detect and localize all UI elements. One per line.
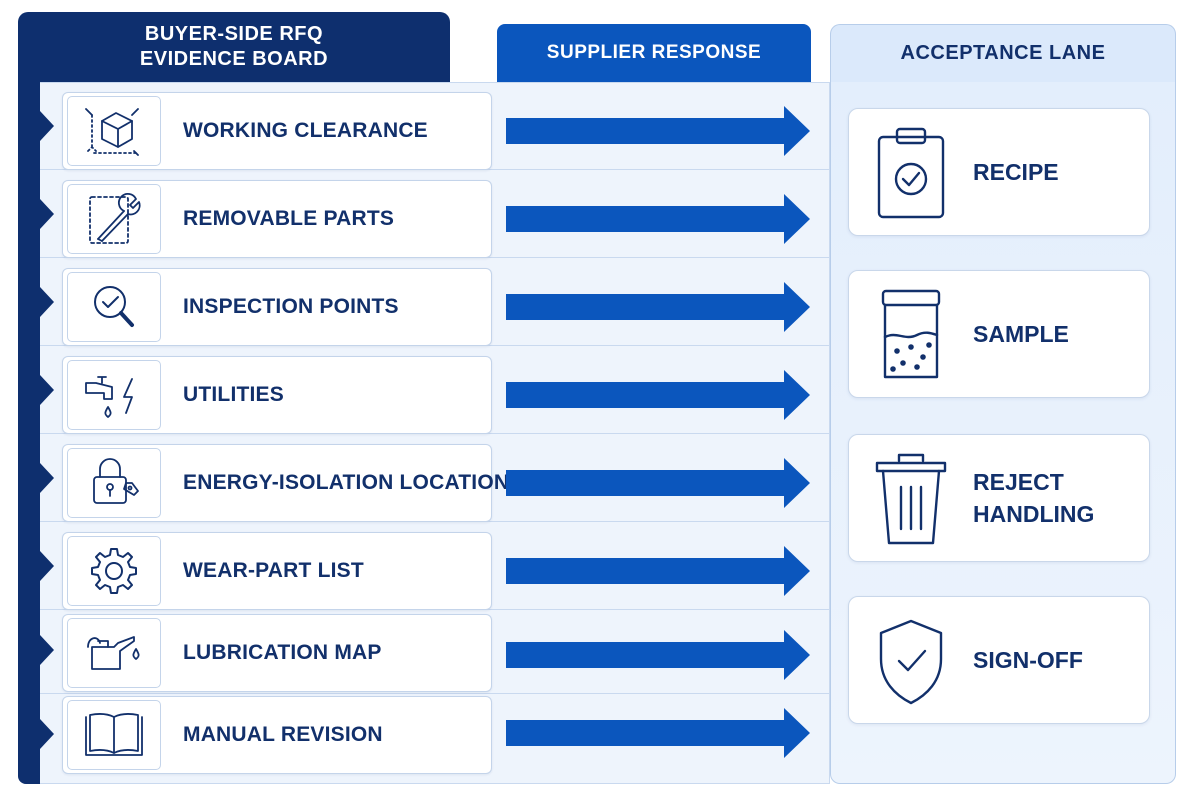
- evidence-card-wear-part-list[interactable]: WEAR-PART LIST: [62, 532, 492, 610]
- response-arrow: [502, 628, 812, 682]
- evidence-row: ENERGY-ISOLATION LOCATIONS: [18, 434, 830, 522]
- evidence-label: WEAR-PART LIST: [183, 559, 364, 582]
- response-arrow: [502, 456, 812, 510]
- row-pointer: [40, 719, 54, 749]
- acceptance-label: SIGN-OFF: [973, 647, 1083, 673]
- supplier-response-header: SUPPLIER RESPONSE: [497, 24, 811, 82]
- evidence-card-energy-isolation[interactable]: ENERGY-ISOLATION LOCATIONS: [62, 444, 523, 522]
- evidence-label: INSPECTION POINTS: [183, 295, 399, 318]
- board-accent-bar: [18, 82, 40, 784]
- buyer-board-header: BUYER-SIDE RFQ EVIDENCE BOARD: [18, 12, 450, 82]
- acceptance-card-recipe[interactable]: RECIPE: [848, 108, 1150, 236]
- evidence-row: INSPECTION POINTS: [18, 258, 830, 346]
- response-arrow: [502, 192, 812, 246]
- row-pointer: [40, 463, 54, 493]
- magnifier-check-icon: [67, 272, 161, 342]
- row-pointer: [40, 635, 54, 665]
- evidence-card-utilities[interactable]: UTILITIES: [62, 356, 492, 434]
- evidence-label: WORKING CLEARANCE: [183, 119, 428, 142]
- padlock-tag-icon: [67, 448, 161, 518]
- evidence-card-inspection-points[interactable]: INSPECTION POINTS: [62, 268, 492, 346]
- evidence-row: UTILITIES: [18, 346, 830, 434]
- evidence-row: MANUAL REVISION: [18, 690, 830, 784]
- clipboard-check-icon: [877, 127, 945, 219]
- gear-icon: [67, 536, 161, 606]
- evidence-row: LUBRICATION MAP: [18, 606, 830, 694]
- evidence-card-removable-parts[interactable]: REMOVABLE PARTS: [62, 180, 492, 258]
- evidence-card-manual-revision[interactable]: MANUAL REVISION: [62, 696, 492, 774]
- evidence-row: REMOVABLE PARTS: [18, 170, 830, 258]
- response-arrow: [502, 280, 812, 334]
- row-pointer: [40, 287, 54, 317]
- wrench-icon: [67, 184, 161, 254]
- clearance-box-icon: [67, 96, 161, 166]
- evidence-row: WORKING CLEARANCE: [18, 82, 830, 170]
- shield-check-icon: [879, 619, 943, 705]
- evidence-label: UTILITIES: [183, 383, 284, 406]
- evidence-label: ENERGY-ISOLATION LOCATIONS: [183, 471, 524, 494]
- row-pointer: [40, 375, 54, 405]
- evidence-card-lubrication-map[interactable]: LUBRICATION MAP: [62, 614, 492, 692]
- faucet-lightning-icon: [67, 360, 161, 430]
- evidence-label: LUBRICATION MAP: [183, 641, 382, 664]
- evidence-row: WEAR-PART LIST: [18, 522, 830, 610]
- acceptance-label: SAMPLE: [973, 321, 1069, 347]
- oil-can-icon: [67, 618, 161, 688]
- response-arrow: [502, 706, 812, 760]
- acceptance-lane-header: ACCEPTANCE LANE: [830, 24, 1176, 82]
- acceptance-label: RECIPE: [973, 159, 1059, 185]
- row-divider: [40, 693, 830, 694]
- row-pointer: [40, 551, 54, 581]
- acceptance-label: REJECT HANDLING: [973, 469, 1095, 527]
- sample-jar-icon: [881, 289, 941, 379]
- evidence-label: MANUAL REVISION: [183, 723, 383, 746]
- acceptance-card-sign-off[interactable]: SIGN-OFF: [848, 596, 1150, 724]
- evidence-card-working-clearance[interactable]: WORKING CLEARANCE: [62, 92, 492, 170]
- evidence-label: REMOVABLE PARTS: [183, 207, 395, 230]
- acceptance-card-sample[interactable]: SAMPLE: [848, 270, 1150, 398]
- trash-bin-icon: [875, 453, 947, 545]
- response-arrow: [502, 544, 812, 598]
- row-pointer: [40, 199, 54, 229]
- response-arrow: [502, 104, 812, 158]
- acceptance-card-reject-handling[interactable]: REJECT HANDLING: [848, 434, 1150, 562]
- open-book-icon: [67, 700, 161, 770]
- row-pointer: [40, 111, 54, 141]
- response-arrow: [502, 368, 812, 422]
